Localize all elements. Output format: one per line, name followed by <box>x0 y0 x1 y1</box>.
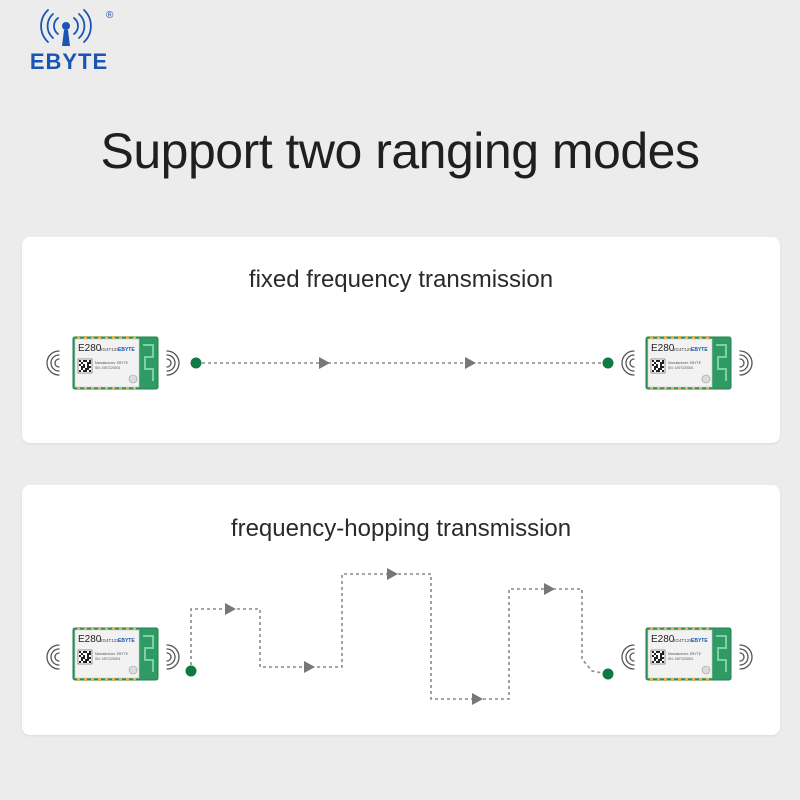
registered-mark: ® <box>106 10 114 21</box>
ufl-connector <box>701 374 711 384</box>
antenna-trace <box>143 635 154 672</box>
hopping-path <box>190 573 609 700</box>
qr-code <box>77 649 93 665</box>
direction-arrow <box>472 693 483 705</box>
ufl-connector <box>701 665 711 675</box>
module-brand: EBYTE <box>118 347 135 353</box>
module-line1: Manufacturer: EBYTE <box>95 652 129 656</box>
frequency-hopping-title: frequency-hopping transmission <box>230 515 572 542</box>
module-code: 2G4T12S <box>673 638 692 643</box>
antenna-trace <box>716 635 727 672</box>
module-code: 2G4T12S <box>100 638 119 643</box>
signal-waves-left-inner <box>166 350 180 376</box>
antenna-trace <box>716 344 727 381</box>
module-code: 2G4T12S <box>673 347 692 352</box>
module-model: E280 <box>78 634 102 645</box>
end-dot <box>602 357 614 369</box>
qr-code <box>650 649 666 665</box>
start-dot <box>190 357 202 369</box>
signal-waves-right-outer <box>621 644 635 670</box>
signal-waves-right-outer <box>621 350 635 376</box>
signal-waves-left-inner <box>166 644 180 670</box>
module-line1: Manufacturer: EBYTE <box>668 652 702 656</box>
page-title: Support two ranging modes <box>100 123 700 179</box>
module-model: E280 <box>78 343 102 354</box>
ufl-connector <box>128 374 138 384</box>
direction-arrow <box>387 568 398 580</box>
module-line2: SN: 1907220001 <box>95 366 121 370</box>
end-dot <box>602 668 614 680</box>
module-line2: SN: 1907220001 <box>668 366 694 370</box>
direction-arrow <box>304 661 315 673</box>
module-line1: Manufacturer: EBYTE <box>95 361 129 365</box>
module-line2: SN: 1907220001 <box>668 657 694 661</box>
signal-waves-left-outer <box>46 350 60 376</box>
antenna-trace <box>143 344 154 381</box>
ufl-connector <box>128 665 138 675</box>
signal-waves-right-inner <box>739 644 753 670</box>
brand-name: EBYTE <box>29 49 109 74</box>
signal-waves-right-inner <box>739 350 753 376</box>
module-brand: EBYTE <box>691 638 708 644</box>
direction-arrow <box>544 583 555 595</box>
module-brand: EBYTE <box>691 347 708 353</box>
qr-code <box>650 358 666 374</box>
module-model: E280 <box>651 634 675 645</box>
module-line1: Manufacturer: EBYTE <box>668 361 702 365</box>
module-model: E280 <box>651 343 675 354</box>
qr-code <box>77 358 93 374</box>
direction-arrow <box>319 357 330 369</box>
module-brand: EBYTE <box>118 638 135 644</box>
fixed-frequency-title: fixed frequency transmission <box>248 266 554 293</box>
signal-waves-left-outer <box>46 644 60 670</box>
direction-arrow <box>225 603 236 615</box>
ebyte-logo: ® EBYTE <box>14 8 124 74</box>
direction-arrow <box>465 357 476 369</box>
start-dot <box>185 665 197 677</box>
antenna-signal-icon <box>40 9 92 46</box>
module-code: 2G4T12S <box>100 347 119 352</box>
module-line2: SN: 1907220001 <box>95 657 121 661</box>
